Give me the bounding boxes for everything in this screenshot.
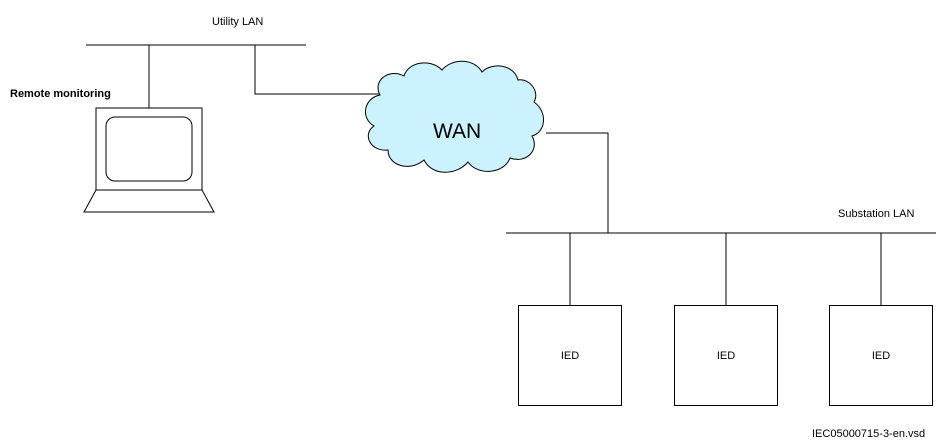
ied-label: IED — [560, 349, 580, 362]
wan-label: WAN — [433, 120, 482, 143]
wan-cloud — [365, 60, 544, 173]
ied-box-3: IED — [829, 305, 933, 406]
utility-lan-label: Utility LAN — [212, 16, 264, 28]
utility-wan-link — [254, 45, 385, 95]
substation-lan-label: Substation LAN — [838, 208, 915, 220]
computer-terminal-icon — [83, 107, 215, 213]
ied-label: IED — [716, 349, 736, 362]
wan-substation-link — [546, 132, 609, 233]
ied-label: IED — [871, 349, 891, 362]
ied-box-2: IED — [674, 305, 778, 406]
figure-id-label: IEC05000715-3-en.vsd — [812, 428, 926, 440]
remote-monitoring-label: Remote monitoring — [10, 88, 111, 100]
ied-box-1: IED — [518, 305, 622, 406]
